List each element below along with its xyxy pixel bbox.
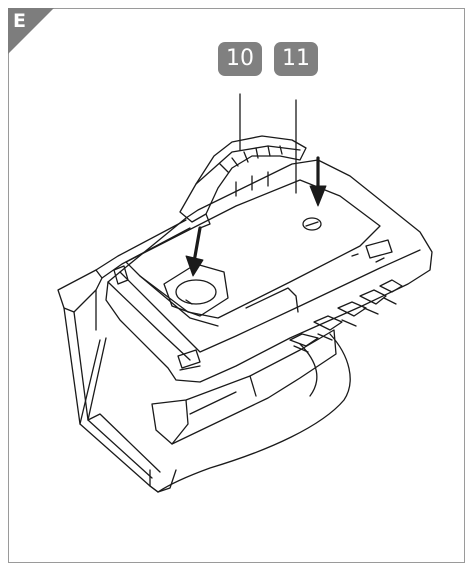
arrow-down-left-shaft <box>192 226 202 264</box>
arrow-down-right-head <box>309 185 327 207</box>
section-corner-tab <box>8 8 54 54</box>
arrow-down-left-head <box>185 255 204 277</box>
catcher-front-lip <box>151 329 337 445</box>
page-frame <box>8 8 465 563</box>
callout-10-badge: 10 <box>218 42 262 76</box>
catcher-bag <box>149 333 351 493</box>
callout-11-badge: 11 <box>274 42 318 76</box>
catcher-frame-left <box>57 219 191 493</box>
section-letter: E <box>13 10 26 32</box>
catcher-cover <box>105 159 433 383</box>
insert-arrows <box>185 156 327 277</box>
catcher-handle <box>179 135 307 229</box>
